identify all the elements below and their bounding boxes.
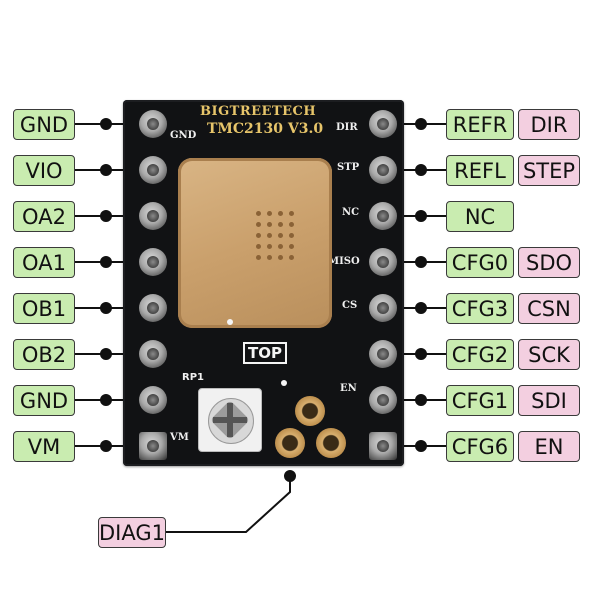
jumper-hole xyxy=(316,428,346,458)
board-brand: BIGTREETECH xyxy=(200,104,317,119)
right-pin-secondary-label: SDI xyxy=(518,385,580,416)
pin-pad xyxy=(139,386,167,414)
pin-pad xyxy=(369,202,397,230)
right-pin-primary-label: CFG0 xyxy=(446,247,514,278)
pin-pad-square xyxy=(369,432,397,460)
diag1-label: DIAG1 xyxy=(98,517,166,548)
pin-pad xyxy=(369,156,397,184)
right-pin-secondary-label: DIR xyxy=(518,109,580,140)
left-pin-label: OB2 xyxy=(13,339,75,370)
silk-dir: DIR xyxy=(336,122,358,133)
left-pin-label: VIO xyxy=(13,155,75,186)
thermal-vias xyxy=(256,211,306,267)
silk-en: EN xyxy=(340,383,357,394)
silk-dot xyxy=(281,380,287,386)
right-pin-primary-label: CFG1 xyxy=(446,385,514,416)
right-pin-primary-label: CFG6 xyxy=(446,431,514,462)
right-pin-primary-label: NC xyxy=(446,201,514,232)
pin-pad xyxy=(139,248,167,276)
potentiometer xyxy=(198,388,262,452)
left-pin-label: OB1 xyxy=(13,293,75,324)
right-pin-primary-label: CFG3 xyxy=(446,293,514,324)
left-pin-label: GND xyxy=(13,109,75,140)
pin-pad-square xyxy=(139,432,167,460)
right-pin-secondary-label: CSN xyxy=(518,293,580,324)
left-pin-label: VM xyxy=(13,431,75,462)
silk-nc: NC xyxy=(342,207,360,218)
pin-pad xyxy=(369,248,397,276)
jumper-hole xyxy=(295,396,325,426)
right-pin-primary-label: REFR xyxy=(446,109,514,140)
pin-pad xyxy=(139,294,167,322)
top-marking: TOP xyxy=(243,342,287,364)
pin-pad xyxy=(139,340,167,368)
right-pin-secondary-label: EN xyxy=(518,431,580,462)
left-pin-label: OA1 xyxy=(13,247,75,278)
silk-vm: VM xyxy=(170,432,189,443)
left-pin-label: OA2 xyxy=(13,201,75,232)
pin-pad xyxy=(369,110,397,138)
right-pin-secondary-label: SDO xyxy=(518,247,580,278)
diag1-connector xyxy=(166,470,296,533)
pin-pad xyxy=(139,110,167,138)
board-model: TMC2130 V3.0 xyxy=(207,121,324,137)
left-pin-label: GND xyxy=(13,385,75,416)
silk-gnd: GND xyxy=(170,130,197,141)
silk-dot xyxy=(227,319,233,325)
silk-miso: MISO xyxy=(328,256,360,267)
silk-rp1: RP1 xyxy=(182,372,204,383)
pin-pad xyxy=(139,156,167,184)
pin-pad xyxy=(369,386,397,414)
right-pin-primary-label: CFG2 xyxy=(446,339,514,370)
right-pin-secondary-label: SCK xyxy=(518,339,580,370)
jumper-hole xyxy=(275,428,305,458)
silk-stp: STP xyxy=(337,162,360,173)
pin-pad xyxy=(139,202,167,230)
silk-cs: CS xyxy=(342,300,358,311)
driver-chip-heatpad xyxy=(178,158,332,328)
right-pin-secondary-label: STEP xyxy=(518,155,580,186)
pin-pad xyxy=(369,340,397,368)
right-pin-primary-label: REFL xyxy=(446,155,514,186)
pin-pad xyxy=(369,294,397,322)
